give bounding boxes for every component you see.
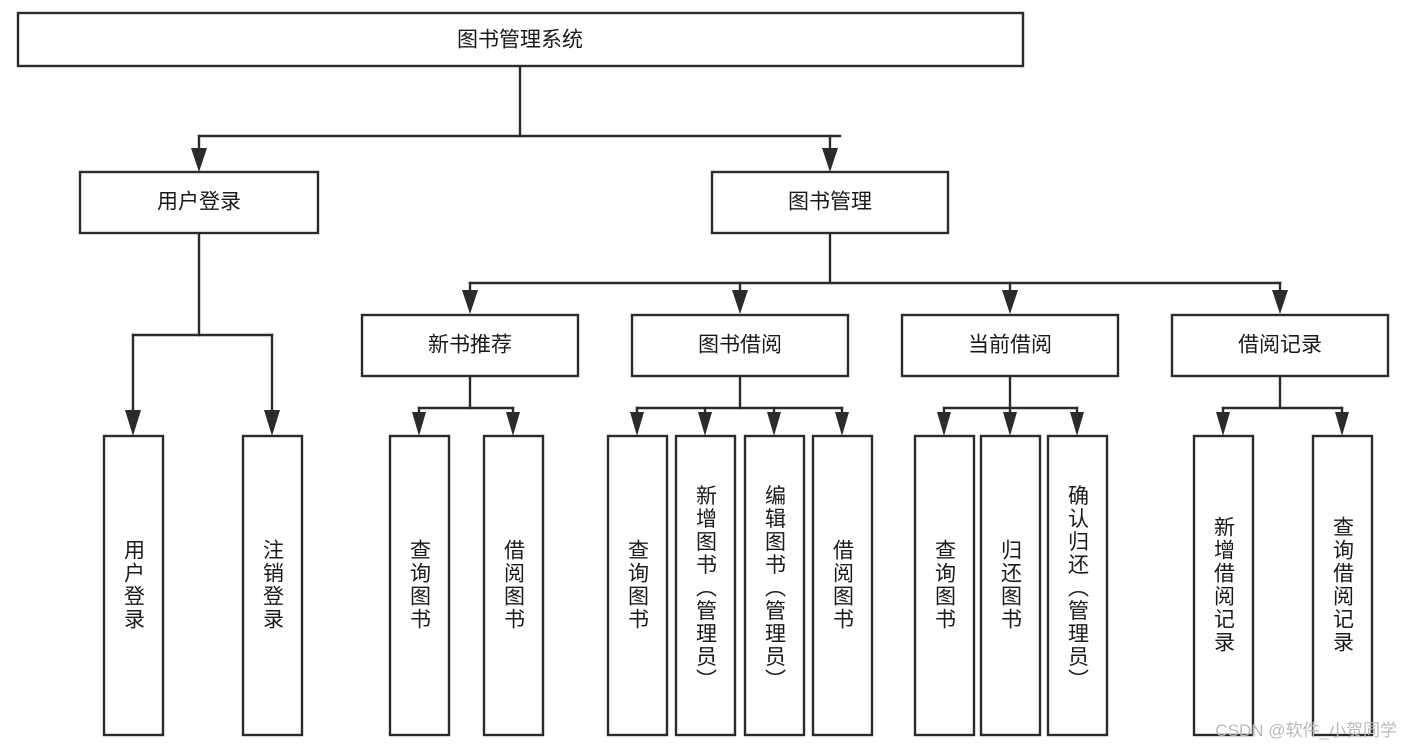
- leaf-current-borrow-2-label: 归还图书: [999, 539, 1023, 631]
- connectors-new-book-to-leaves: [412, 375, 520, 436]
- leaf-current-borrow-2[interactable]: 归还图书: [979, 434, 1042, 737]
- arrowhead-cb-leaf1: [937, 412, 951, 436]
- node-current-borrow[interactable]: 当前借阅: [900, 313, 1120, 378]
- leaf-book-borrow-2-label: 新增图书（管理员）: [694, 485, 718, 692]
- node-borrow-record[interactable]: 借阅记录: [1170, 313, 1390, 378]
- node-user-login-box[interactable]: [78, 170, 320, 235]
- arrowhead-nb-leaf2: [506, 412, 520, 436]
- leaf-current-borrow-1-box[interactable]: [913, 434, 976, 737]
- arrowhead-nb-leaf1: [412, 412, 426, 436]
- arrowhead-cb-leaf2: [1003, 412, 1017, 436]
- leaf-book-borrow-4-box[interactable]: [811, 434, 874, 737]
- leaf-book-borrow-2-box[interactable]: [674, 434, 737, 737]
- leaf-book-borrow-4-label: 借阅图书: [831, 539, 855, 631]
- arrowhead-current-borrow: [1002, 290, 1018, 314]
- leaf-user-login-1-box[interactable]: [102, 434, 165, 737]
- leaf-borrow-record-2-box[interactable]: [1311, 434, 1374, 737]
- leaf-user-login-2-label: 注销登录: [261, 539, 285, 631]
- leaf-borrow-record-1-label: 新增借阅记录: [1212, 516, 1236, 654]
- arrowhead-br-leaf2: [1335, 412, 1349, 436]
- leaf-current-borrow-3-box[interactable]: [1046, 434, 1109, 737]
- leaf-book-borrow-1-box[interactable]: [606, 434, 669, 737]
- leaf-new-book-1-box[interactable]: [388, 434, 451, 737]
- leaf-new-book-1-label: 查询图书: [408, 539, 432, 631]
- node-borrow-record-box[interactable]: [1170, 313, 1390, 378]
- leaf-book-borrow-1[interactable]: 查询图书: [606, 434, 669, 737]
- node-current-borrow-box[interactable]: [900, 313, 1120, 378]
- leaf-borrow-record-1[interactable]: 新增借阅记录: [1192, 434, 1255, 737]
- connectors-root-to-level2: [191, 64, 842, 172]
- node-book-borrow-box[interactable]: [630, 313, 850, 378]
- leaf-book-borrow-3-box[interactable]: [743, 434, 806, 737]
- leaf-new-book-2[interactable]: 借阅图书: [482, 434, 545, 737]
- leaf-user-login-2-box[interactable]: [241, 434, 304, 737]
- leaf-book-borrow-2[interactable]: 新增图书（管理员）: [674, 434, 737, 737]
- csdn-watermark: CSDN @软件_小贺同学: [1215, 721, 1397, 740]
- connectors-borrow-record-to-leaves: [1216, 375, 1349, 436]
- connectors-user-login-to-leaves: [125, 231, 280, 436]
- arrowhead-leaf-logout-login: [264, 410, 280, 436]
- arrowhead-book-borrow: [732, 290, 748, 314]
- leaf-borrow-record-2-label: 查询借阅记录: [1331, 516, 1355, 654]
- node-book-management-box[interactable]: [710, 170, 950, 235]
- node-user-login[interactable]: 用户登录: [78, 170, 320, 235]
- node-new-book-recommend-box[interactable]: [360, 313, 580, 378]
- node-root-box[interactable]: [16, 11, 1025, 68]
- node-book-management[interactable]: 图书管理: [710, 170, 950, 235]
- leaf-current-borrow-2-box[interactable]: [979, 434, 1042, 737]
- node-new-book-recommend-label: 新书推荐: [428, 334, 512, 357]
- leaf-new-book-2-box[interactable]: [482, 434, 545, 737]
- leaf-borrow-record-2[interactable]: 查询借阅记录: [1311, 434, 1374, 737]
- node-book-borrow[interactable]: 图书借阅: [630, 313, 850, 378]
- leaf-new-book-2-label: 借阅图书: [502, 539, 526, 631]
- node-book-borrow-label: 图书借阅: [698, 334, 782, 357]
- arrowhead-bb-leaf1: [630, 412, 644, 436]
- leaf-user-login-1[interactable]: 用户登录: [102, 434, 165, 737]
- arrowhead-new-book: [462, 290, 478, 314]
- connectors-current-borrow-to-leaves: [937, 375, 1084, 436]
- leaf-book-borrow-4[interactable]: 借阅图书: [811, 434, 874, 737]
- arrowhead-bb-leaf4: [835, 412, 849, 436]
- node-user-login-label: 用户登录: [157, 191, 241, 214]
- arrowhead-br-leaf1: [1216, 412, 1230, 436]
- leaf-current-borrow-1-label: 查询图书: [933, 539, 957, 631]
- leaf-current-borrow-3[interactable]: 确认归还（管理员）: [1046, 434, 1109, 737]
- leaf-book-borrow-3[interactable]: 编辑图书（管理员）: [743, 434, 806, 737]
- leaf-book-borrow-1-label: 查询图书: [626, 539, 650, 631]
- connectors-book-borrow-to-leaves: [630, 375, 849, 436]
- leaf-current-borrow-3-label: 确认归还（管理员）: [1066, 485, 1090, 692]
- leaf-user-login-2[interactable]: 注销登录: [241, 434, 304, 737]
- connectors-book-mgmt-to-level3: [462, 231, 1288, 314]
- arrowhead-bb-leaf3: [767, 412, 781, 436]
- node-root-label: 图书管理系统: [457, 29, 583, 52]
- leaf-current-borrow-1[interactable]: 查询图书: [913, 434, 976, 737]
- arrowhead-bb-leaf2: [698, 412, 712, 436]
- leaf-new-book-1[interactable]: 查询图书: [388, 434, 451, 737]
- node-borrow-record-label: 借阅记录: [1238, 334, 1322, 357]
- arrowhead-user-login: [191, 148, 207, 172]
- node-new-book-recommend[interactable]: 新书推荐: [360, 313, 580, 378]
- node-root[interactable]: 图书管理系统: [16, 11, 1025, 68]
- arrowhead-book-mgmt: [822, 148, 838, 172]
- arrowhead-borrow-record: [1272, 290, 1288, 314]
- leaf-user-login-1-label: 用户登录: [122, 539, 146, 631]
- arrowhead-leaf-user-login: [125, 410, 141, 436]
- node-book-management-label: 图书管理: [788, 191, 872, 214]
- node-current-borrow-label: 当前借阅: [968, 334, 1052, 357]
- arrowhead-cb-leaf3: [1070, 412, 1084, 436]
- leaf-book-borrow-3-label: 编辑图书（管理员）: [763, 485, 787, 692]
- leaf-borrow-record-1-box[interactable]: [1192, 434, 1255, 737]
